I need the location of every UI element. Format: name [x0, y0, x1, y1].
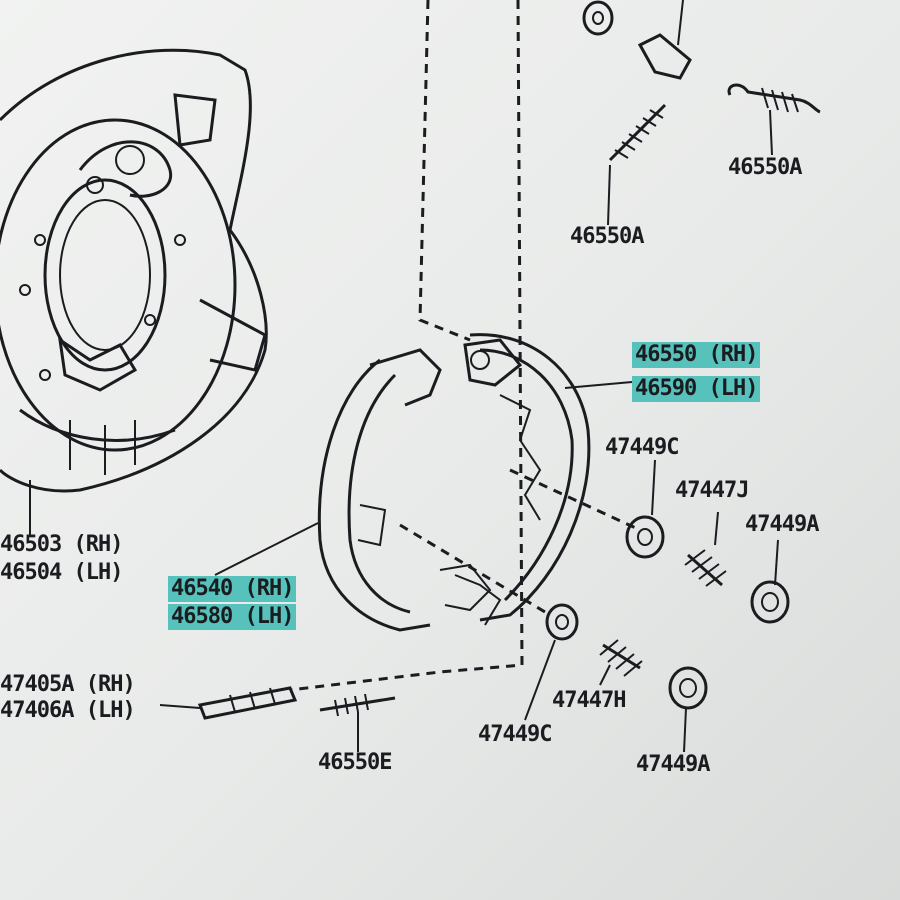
- part-label-47449c-top: 47449C: [605, 435, 679, 460]
- part-label-46540-rh: 46540 (RH): [168, 576, 297, 602]
- part-label-47449a-top: 47449A: [745, 512, 819, 537]
- part-label-47406a-lh: 47406A (LH): [0, 698, 136, 723]
- hold-down-hardware: [524, 459, 790, 753]
- part-label-46503-rh: 46503 (RH): [0, 532, 123, 557]
- part-label-47447j: 47447J: [675, 478, 749, 503]
- part-label-46550a-mid: 46550A: [570, 224, 644, 249]
- part-label-47447h: 47447H: [552, 688, 626, 713]
- backing-plate: [0, 48, 268, 493]
- part-label-47449c-bottom: 47449C: [478, 722, 552, 747]
- part-label-46550-rh: 46550 (RH): [632, 342, 761, 368]
- brake-shoe-rear: [454, 333, 591, 626]
- top-hardware: [582, 0, 821, 226]
- part-label-46550e: 46550E: [318, 750, 392, 775]
- adjuster-assembly: [159, 686, 396, 752]
- part-label-47405a-rh: 47405A (RH): [0, 672, 136, 697]
- part-label-46550a-top: 46550A: [728, 155, 802, 180]
- brake-shoe-front: [317, 348, 492, 632]
- part-label-47449a-bottom: 47449A: [636, 752, 710, 777]
- part-label-46590-lh: 46590 (LH): [632, 376, 761, 402]
- part-label-46580-lh: 46580 (LH): [168, 604, 297, 630]
- part-label-46504-lh: 46504 (LH): [0, 560, 123, 585]
